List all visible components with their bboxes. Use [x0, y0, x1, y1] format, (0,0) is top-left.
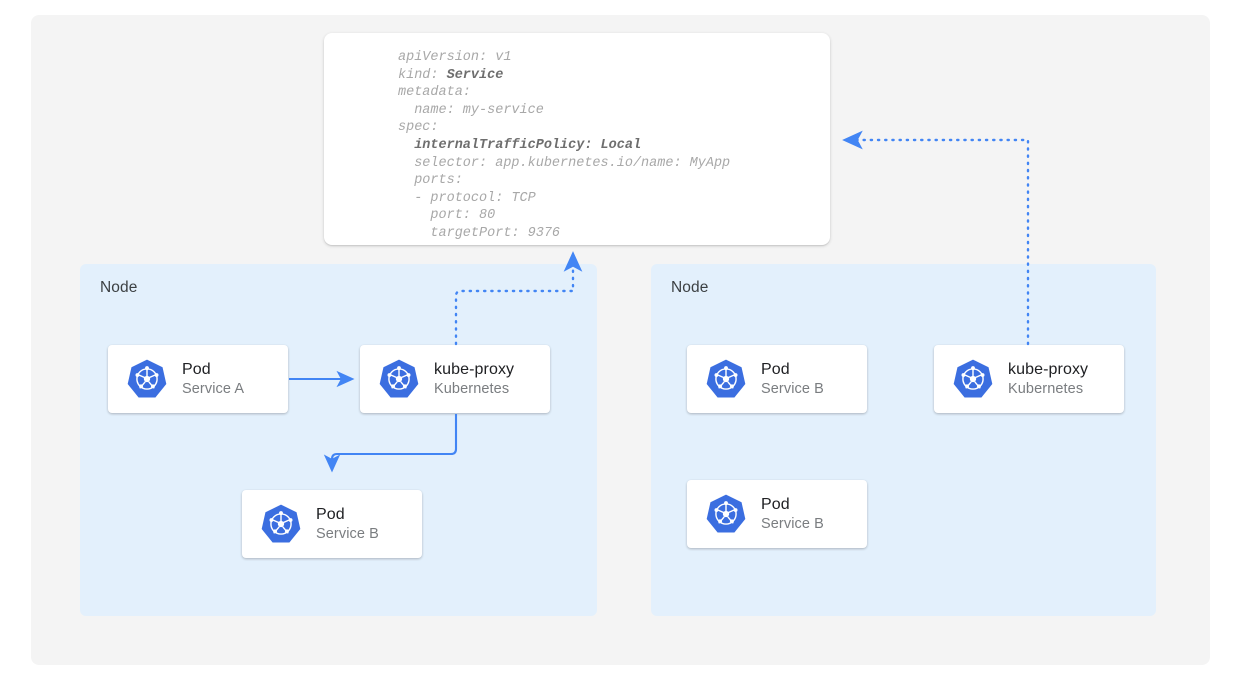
card-kube-proxy-left[interactable]: kube-proxy Kubernetes: [360, 345, 550, 413]
card-title: Pod: [761, 360, 790, 378]
yaml-line-2-prefix: kind:: [398, 67, 447, 83]
card-subtitle: Kubernetes: [434, 380, 510, 397]
yaml-line-11: targetPort: 9376: [398, 225, 561, 241]
kubernetes-logo-icon: [706, 359, 746, 398]
card-labels: kube-proxy Kubernetes: [1008, 360, 1088, 398]
service-yaml-card: apiVersion: v1 kind: Service metadata: n…: [324, 33, 830, 245]
card-title: Pod: [316, 505, 345, 523]
card-pod-service-b-left[interactable]: Pod Service B: [242, 490, 422, 558]
yaml-line-1: apiVersion: v1: [398, 50, 512, 65]
yaml-line-2-value: Service: [446, 67, 504, 83]
card-subtitle: Service B: [761, 380, 824, 397]
node-panel-right: Node: [651, 264, 1156, 616]
yaml-line-6: internalTrafficPolicy: Local: [398, 137, 642, 153]
service-yaml-code: apiVersion: v1 kind: Service metadata: n…: [398, 49, 730, 243]
yaml-line-5: spec:: [398, 120, 439, 136]
card-labels: Pod Service B: [761, 360, 824, 398]
card-title: kube-proxy: [434, 360, 515, 378]
card-labels: Pod Service B: [316, 505, 379, 543]
yaml-line-3: metadata:: [398, 85, 471, 101]
yaml-line-7: selector: app.kubernetes.io/name: MyApp: [398, 155, 731, 171]
node-label-right: Node: [671, 279, 709, 296]
node-label-left: Node: [100, 279, 138, 296]
kubernetes-logo-icon: [261, 504, 301, 543]
card-labels: Pod Service A: [182, 360, 244, 398]
card-labels: kube-proxy Kubernetes: [434, 360, 514, 398]
yaml-line-9: - protocol: TCP: [398, 190, 536, 206]
yaml-line-10: port: 80: [398, 208, 496, 224]
card-subtitle: Kubernetes: [1008, 380, 1084, 397]
card-labels: Pod Service B: [761, 495, 824, 533]
card-subtitle: Service B: [761, 515, 824, 532]
card-title: kube-proxy: [1008, 360, 1089, 378]
card-pod-service-b-right-bottom[interactable]: Pod Service B: [687, 480, 867, 548]
node-panel-left: Node: [80, 264, 597, 616]
card-pod-service-b-right-top[interactable]: Pod Service B: [687, 345, 867, 413]
card-kube-proxy-right[interactable]: kube-proxy Kubernetes: [934, 345, 1124, 413]
yaml-line-4: name: my-service: [398, 102, 544, 118]
card-subtitle: Service A: [182, 380, 245, 397]
card-pod-service-a[interactable]: Pod Service A: [108, 345, 288, 413]
card-title: Pod: [761, 495, 790, 513]
kubernetes-logo-icon: [953, 359, 993, 398]
kubernetes-logo-icon: [379, 359, 419, 398]
card-subtitle: Service B: [316, 525, 379, 542]
card-title: Pod: [182, 360, 211, 378]
kubernetes-logo-icon: [706, 494, 746, 533]
yaml-line-8: ports:: [398, 173, 463, 189]
kubernetes-logo-icon: [127, 359, 167, 398]
diagram-canvas: apiVersion: v1 kind: Service metadata: n…: [31, 15, 1210, 665]
